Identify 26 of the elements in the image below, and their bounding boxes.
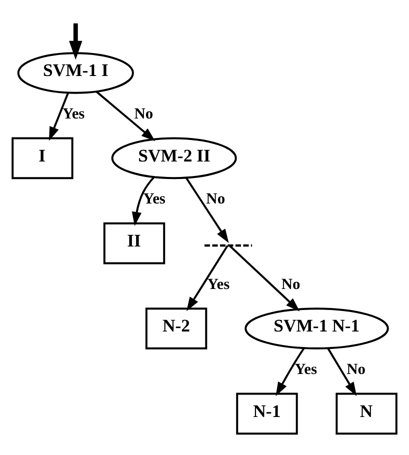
node-box: N-1 xyxy=(236,392,298,434)
arrow xyxy=(186,177,229,242)
arrow xyxy=(186,244,228,311)
edge-label: Yes xyxy=(207,275,230,292)
arrow xyxy=(276,347,305,396)
edge-label: Yes xyxy=(294,360,317,378)
node-box: II xyxy=(103,222,166,264)
node-box: N xyxy=(336,392,398,434)
node-ellipse: SVM-1 N-1 xyxy=(244,307,389,349)
edge-label: No xyxy=(206,190,226,208)
edge-label: Yes xyxy=(62,105,85,122)
arrow xyxy=(69,22,82,60)
arrow xyxy=(327,347,357,396)
edge-label: No xyxy=(346,360,366,378)
edge-label: Yes xyxy=(143,190,166,208)
node-line xyxy=(204,244,252,246)
arrow xyxy=(48,92,70,140)
node-ellipse: SVM-1 I xyxy=(17,52,134,94)
arrow xyxy=(132,176,155,226)
node-ellipse: SVM-2 II xyxy=(111,136,237,179)
edge-label: No xyxy=(134,105,154,122)
arrow xyxy=(96,90,156,141)
node-box: I xyxy=(12,136,74,179)
edge-label: No xyxy=(281,275,300,292)
node-box: N-2 xyxy=(145,307,208,349)
arrow xyxy=(228,244,300,311)
